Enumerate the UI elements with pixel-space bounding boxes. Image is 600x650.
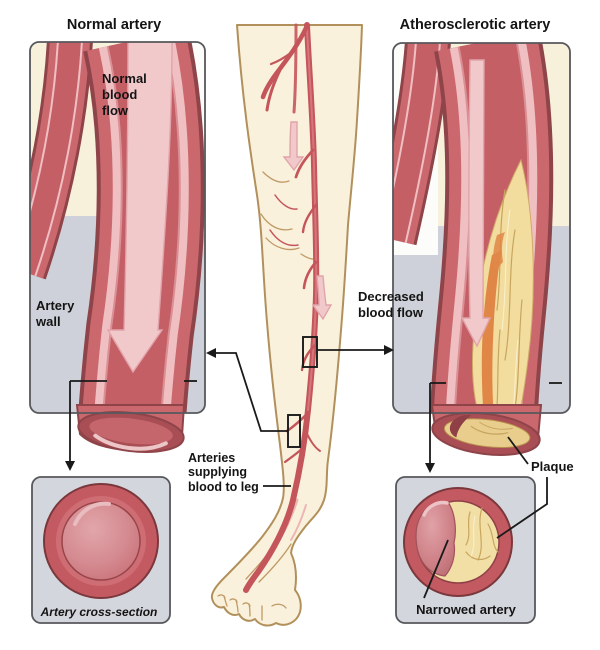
- decreased-blood-flow-label: Decreased: [358, 289, 424, 304]
- connector-to-left-panel: [216, 352, 288, 432]
- normal-panel-frame: [29, 41, 206, 414]
- leg-illustration: [210, 22, 363, 627]
- diagram-labels: Normal artery Atherosclerotic artery Nor…: [35, 17, 574, 619]
- plaque-orange-streak: [481, 250, 502, 413]
- artery-cross-section-caption: Artery cross-section: [40, 605, 158, 619]
- svg-text:supplying: supplying: [188, 465, 247, 479]
- annotation-lines: [65, 336, 562, 599]
- svg-text:flow: flow: [102, 103, 129, 118]
- narrowed-lumen: [415, 501, 456, 577]
- section-marker-upper: [302, 336, 318, 368]
- svg-text:blood flow: blood flow: [358, 305, 424, 320]
- narrowed-artery-panel: [395, 476, 536, 624]
- thigh-flow-arrow: [282, 121, 305, 172]
- right-arrowhead-icon: [384, 345, 394, 355]
- narrowed-artery-caption: Narrowed artery: [416, 602, 516, 617]
- svg-text:wall: wall: [35, 314, 61, 329]
- artery-wall-label: Artery: [36, 298, 75, 313]
- plaque-label: Plaque: [531, 459, 574, 474]
- narrowed-artery-leader: [423, 539, 449, 599]
- left-arrowhead-icon: [206, 348, 216, 358]
- normal-artery-cut-end: [75, 404, 186, 453]
- plaque-leader-upper: [507, 436, 529, 465]
- artery-cross-section-panel: [31, 476, 171, 624]
- cross-section-plaque-texture: [465, 507, 499, 561]
- shin-flow-arrow: [311, 275, 333, 321]
- decreased-blood-flow-arrow: [460, 59, 492, 348]
- normal-artery-panel: [29, 41, 206, 453]
- title-normal-artery: Normal artery: [67, 17, 161, 33]
- leg-skin-outline: [210, 24, 363, 627]
- atherosclerotic-panel-frame: [392, 42, 571, 414]
- atherosclerotic-artery-panel: [392, 42, 571, 456]
- normal-cross-section-lumen: [61, 501, 141, 581]
- down-arrowhead-right-icon: [425, 463, 435, 473]
- down-arrowhead-left-icon: [65, 461, 75, 471]
- svg-text:blood: blood: [102, 87, 137, 102]
- normal-blood-flow-label: Normal: [102, 71, 147, 86]
- plaque-leader-lower: [496, 477, 548, 539]
- leg-arteries: [243, 22, 321, 593]
- plaque-texture-lines: [493, 189, 523, 413]
- title-atherosclerotic-artery: Atherosclerotic artery: [400, 17, 551, 33]
- svg-text:blood to leg: blood to leg: [188, 480, 259, 494]
- normal-blood-flow-arrow: [106, 42, 173, 374]
- arteries-supplying-label: Arteries: [188, 451, 235, 465]
